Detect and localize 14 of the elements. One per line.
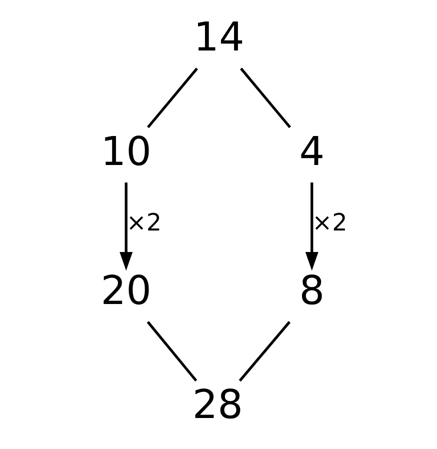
- edge-label: ×2: [312, 208, 347, 236]
- node-text: 20: [100, 268, 151, 314]
- node-text: 28: [192, 382, 242, 428]
- connector: [146, 321, 197, 382]
- arrow: [119, 182, 132, 271]
- edge-label: ×2: [126, 208, 162, 236]
- connector: [240, 68, 291, 128]
- connector: [238, 321, 290, 382]
- node-text: 14: [193, 14, 244, 61]
- node-text: 4: [298, 128, 324, 175]
- connector: [146, 68, 198, 128]
- node-text: 10: [100, 128, 151, 175]
- arrow: [304, 182, 318, 271]
- node-text: 8: [298, 268, 324, 314]
